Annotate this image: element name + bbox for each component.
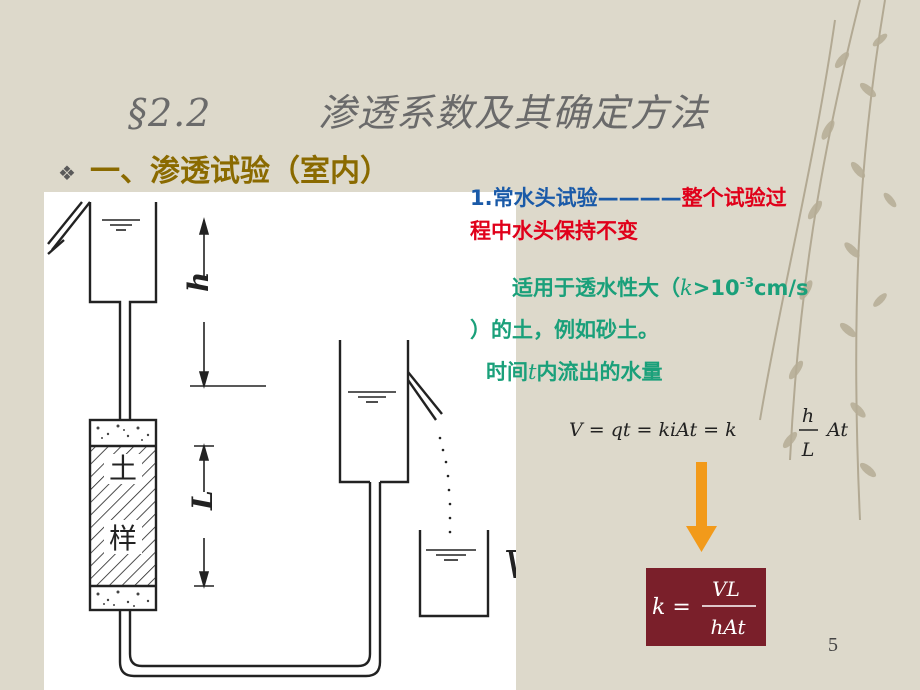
diamond-bullet-icon: ❖ bbox=[58, 160, 76, 185]
collecting-beaker bbox=[418, 530, 490, 618]
upper-reservoir bbox=[88, 202, 122, 420]
formula1-lhs: V = qt = kiAt = k bbox=[569, 419, 737, 441]
heading-red-text-1: 整个试验过 bbox=[681, 186, 787, 210]
applicability-exponent: -3 bbox=[739, 276, 755, 291]
applicability-value: >10 bbox=[692, 276, 740, 300]
applicability-line-2: ）的土，例如砂土。 bbox=[470, 318, 659, 342]
formula2-numerator: VL bbox=[712, 577, 740, 601]
slide-title: §2.2 渗透系数及其确定方法 bbox=[128, 82, 708, 137]
formula2-denominator: hAt bbox=[710, 615, 746, 639]
volume-V-label: V bbox=[504, 543, 516, 587]
flow-suffix: 内流出的水量 bbox=[536, 360, 663, 384]
soil-sample-label-1: 土 bbox=[109, 452, 137, 485]
applicability-prefix: 适用于透水性大（ bbox=[512, 276, 680, 300]
test-heading: 1.常水头试验————整个试验过 程中水头保持不变 bbox=[470, 182, 920, 248]
flow-t: t bbox=[528, 360, 537, 384]
page-number: 5 bbox=[828, 634, 838, 656]
heading-blue-text: 1.常水头试验———— bbox=[470, 186, 682, 210]
soil-sample-label-2: 样 bbox=[109, 522, 137, 555]
formula2-lhs: k = bbox=[652, 595, 691, 620]
down-arrow-icon bbox=[686, 462, 717, 552]
flow-volume-formula: V = qt = kiAt = k h L At bbox=[569, 405, 848, 461]
permeability-formula: k = VL hAt bbox=[652, 577, 756, 639]
applicability-unit: cm/s bbox=[754, 276, 809, 300]
flow-description: 时间t内流出的水量 bbox=[486, 356, 662, 386]
head-h-label: h bbox=[182, 272, 215, 292]
length-L-label: L bbox=[186, 490, 219, 511]
formula1-denominator: L bbox=[801, 439, 815, 461]
title-section-number: §2.2 bbox=[128, 91, 212, 135]
soil-sample-cylinder bbox=[88, 418, 158, 612]
bullet-text: 一、渗透试验（室内） bbox=[90, 154, 390, 189]
applicability-line-1: 适用于透水性大（k>10-3cm/s bbox=[512, 272, 809, 302]
applicability-k: k bbox=[680, 276, 693, 300]
permeability-formula-box: k = VL hAt bbox=[646, 568, 766, 646]
section-bullet: ❖ 一、渗透试验（室内） bbox=[58, 146, 390, 190]
permeameter-diagram: 土 样 h L V bbox=[44, 192, 516, 690]
formula1-tail: At bbox=[825, 419, 848, 441]
outlet-reservoir bbox=[338, 340, 370, 484]
title-text: 渗透系数及其确定方法 bbox=[318, 91, 709, 135]
flow-prefix: 时间 bbox=[486, 360, 528, 384]
heading-red-text-2: 程中水头保持不变 bbox=[470, 219, 638, 243]
constant-head-apparatus: 土 样 h L V bbox=[47, 201, 516, 678]
formula1-numerator: h bbox=[802, 405, 814, 427]
